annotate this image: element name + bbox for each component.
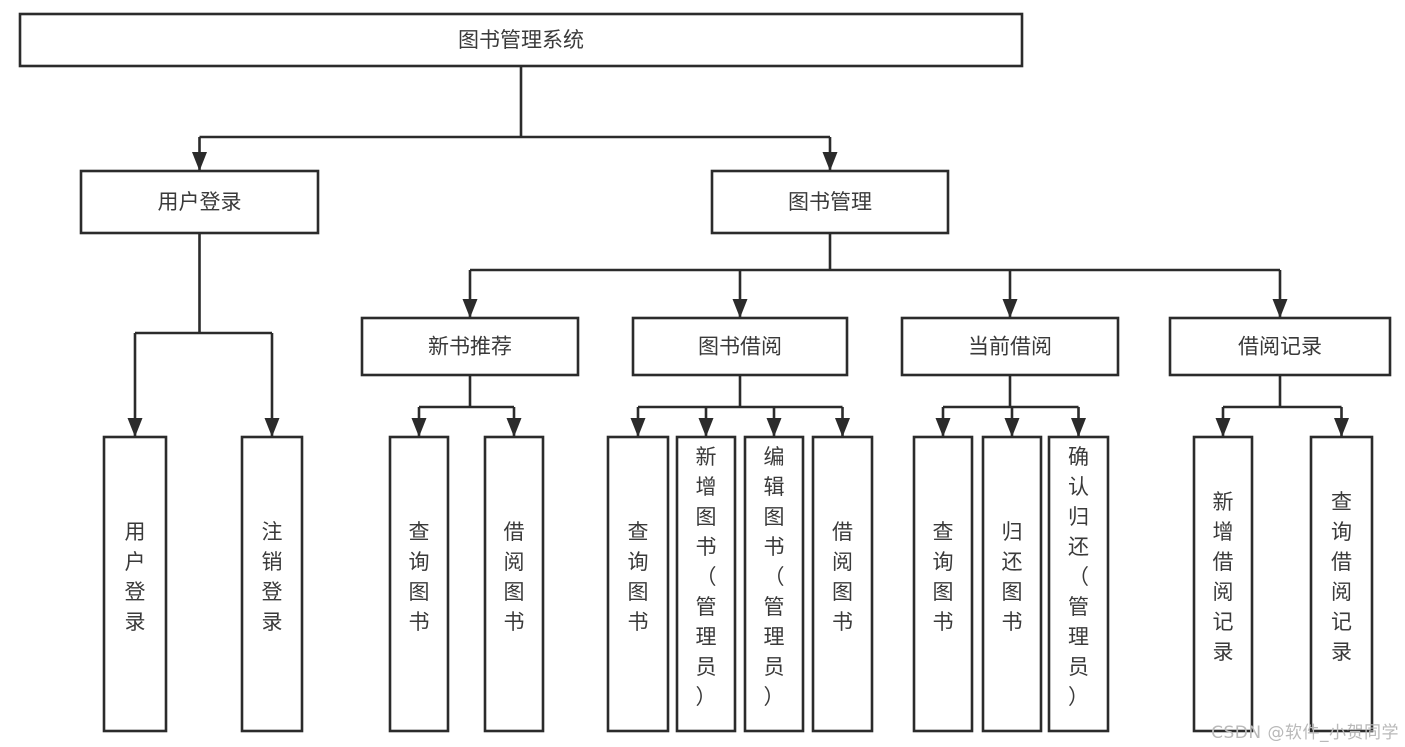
edge-arrowhead <box>127 418 143 437</box>
node-box <box>102 435 168 733</box>
node-leaf-return-book[interactable]: 归还图书 <box>981 435 1043 733</box>
edge-arrowhead <box>732 299 748 318</box>
edge-arrowhead <box>1334 418 1349 437</box>
node-label: 新增借阅记录 <box>1213 490 1234 664</box>
edge-arrowhead <box>1002 299 1018 318</box>
node-label: 用户登录 <box>125 520 146 634</box>
node-box <box>388 435 450 733</box>
node-box <box>79 169 320 235</box>
node-new-book-recommend[interactable]: 新书推荐 <box>360 316 580 377</box>
node-label: 用户登录 <box>158 190 242 214</box>
nodes-layer: 图书管理系统用户登录图书管理新书推荐图书借阅当前借阅借阅记录用户登录注销登录查询… <box>18 12 1392 733</box>
node-label: 当前借阅 <box>968 335 1052 359</box>
node-label: 借阅记录 <box>1238 335 1322 359</box>
node-label: 归还图书 <box>1002 520 1023 634</box>
edge-arrowhead <box>411 418 427 437</box>
node-leaf-query-book-3[interactable]: 查询图书 <box>912 435 974 733</box>
node-box <box>811 435 874 733</box>
node-box <box>912 435 974 733</box>
node-leaf-user-login[interactable]: 用户登录 <box>102 435 168 733</box>
node-user-login[interactable]: 用户登录 <box>79 169 320 235</box>
node-label: 借阅图书 <box>832 520 853 634</box>
node-box <box>743 435 805 733</box>
edge-arrowhead <box>935 418 951 437</box>
edge-arrowhead <box>1071 418 1086 437</box>
node-book-borrow[interactable]: 图书借阅 <box>631 316 849 377</box>
node-root[interactable]: 图书管理系统 <box>18 12 1024 68</box>
node-box <box>631 316 849 377</box>
node-label: 编辑图书（管理员） <box>764 445 785 709</box>
node-label: 查询图书 <box>933 520 954 634</box>
node-box <box>710 169 950 235</box>
node-label: 图书管理 <box>788 190 872 214</box>
node-leaf-confirm-return[interactable]: 确认归还（管理员） <box>1047 435 1110 733</box>
edge-arrowhead <box>506 418 522 437</box>
node-box <box>1309 435 1374 733</box>
edge-arrowhead <box>822 152 838 171</box>
edge-arrowhead <box>1215 418 1231 437</box>
node-box <box>240 435 304 733</box>
node-leaf-edit-book[interactable]: 编辑图书（管理员） <box>743 435 805 733</box>
node-box <box>675 435 737 733</box>
node-label: 注销登录 <box>262 520 283 634</box>
node-leaf-borrow-book-2[interactable]: 借阅图书 <box>811 435 874 733</box>
node-label: 确认归还（管理员） <box>1068 445 1089 709</box>
edge-arrowhead <box>698 418 714 437</box>
node-leaf-borrow-book-1[interactable]: 借阅图书 <box>483 435 545 733</box>
node-box <box>1192 435 1254 733</box>
node-box <box>18 12 1024 68</box>
edge-arrowhead <box>1004 418 1020 437</box>
node-label: 查询图书 <box>409 520 430 634</box>
node-box <box>606 435 670 733</box>
node-label: 新增图书（管理员） <box>696 445 717 709</box>
node-current-borrow[interactable]: 当前借阅 <box>900 316 1120 377</box>
node-borrow-record[interactable]: 借阅记录 <box>1168 316 1392 377</box>
node-label: 图书管理系统 <box>458 28 584 52</box>
node-leaf-add-book[interactable]: 新增图书（管理员） <box>675 435 737 733</box>
node-box <box>360 316 580 377</box>
node-leaf-query-book-2[interactable]: 查询图书 <box>606 435 670 733</box>
node-label: 新书推荐 <box>428 335 512 359</box>
edge-arrowhead <box>835 418 850 437</box>
node-leaf-add-record[interactable]: 新增借阅记录 <box>1192 435 1254 733</box>
node-box <box>981 435 1043 733</box>
edge-arrowhead <box>766 418 782 437</box>
node-leaf-query-book-1[interactable]: 查询图书 <box>388 435 450 733</box>
node-leaf-user-logout[interactable]: 注销登录 <box>240 435 304 733</box>
node-book-manage[interactable]: 图书管理 <box>710 169 950 235</box>
edge-arrowhead <box>1272 299 1288 318</box>
watermark-text: CSDN @软件_小贺同学 <box>1211 723 1399 743</box>
edge-arrowhead <box>264 418 280 437</box>
node-box <box>1168 316 1392 377</box>
node-label: 查询图书 <box>628 520 649 634</box>
node-box <box>1047 435 1110 733</box>
edge-arrowhead <box>192 152 207 171</box>
edge-arrowhead <box>630 418 646 437</box>
edges-layer <box>127 66 1349 437</box>
node-label: 借阅图书 <box>504 520 525 634</box>
node-box <box>483 435 545 733</box>
node-label: 图书借阅 <box>698 335 782 359</box>
node-leaf-query-record[interactable]: 查询借阅记录 <box>1309 435 1374 733</box>
edge-arrowhead <box>462 299 478 318</box>
node-box <box>900 316 1120 377</box>
node-label: 查询借阅记录 <box>1331 490 1352 664</box>
